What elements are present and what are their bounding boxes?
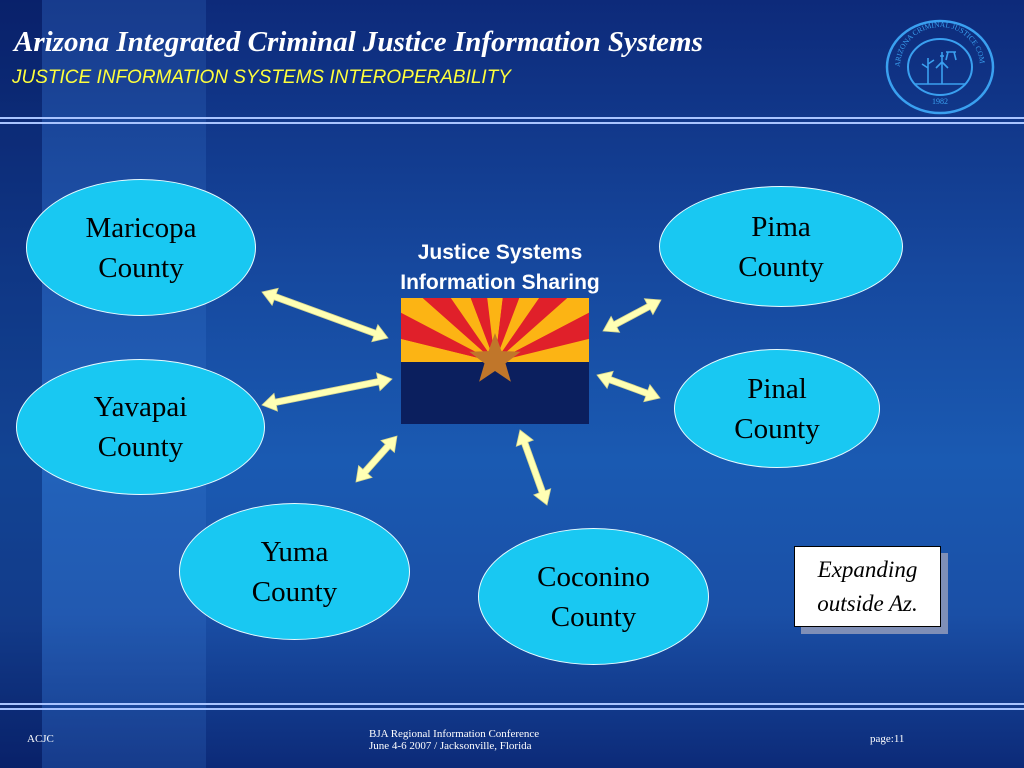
footer-center-line1: BJA Regional Information Conference <box>369 728 540 740</box>
callout-line1: Expanding <box>817 556 918 582</box>
footer-left: ACJC <box>27 733 54 745</box>
county-suffix: County <box>97 431 184 463</box>
arrow-yuma <box>355 435 398 483</box>
seal-year: 1982 <box>932 97 948 106</box>
footer-center-line2: June 4-6 2007 / Jacksonville, Florida <box>369 740 532 752</box>
county-name: Maricopa <box>85 211 197 244</box>
hub-label: Justice Systems Information Sharing <box>350 238 650 298</box>
callout-line2: outside Az. <box>817 590 918 616</box>
commission-seal-icon: ARIZONA CRIMINAL JUSTICE COMMISSION 1982 <box>884 18 995 115</box>
county-suffix: County <box>734 412 820 445</box>
slide-title: Arizona Integrated Criminal Justice Info… <box>14 26 703 58</box>
county-node-maricopa: Maricopa County <box>26 179 256 316</box>
arizona-flag-icon <box>401 298 589 424</box>
expanding-callout: Expanding outside Az. <box>794 546 941 627</box>
arrow-pima <box>602 298 662 333</box>
header-divider-top <box>0 117 1024 119</box>
county-suffix: County <box>98 251 184 284</box>
hub-label-line2: Information Sharing <box>400 271 600 294</box>
county-name: Pima <box>751 210 811 243</box>
footer-page-number: page:11 <box>870 733 905 745</box>
header-divider-bottom <box>0 122 1024 124</box>
footer-center: BJA Regional Information Conference June… <box>369 728 539 752</box>
arrow-maricopa <box>261 287 389 343</box>
county-node-pima: Pima County <box>659 186 903 307</box>
slide-subtitle: JUSTICE INFORMATION SYSTEMS INTEROPERABI… <box>12 67 511 88</box>
county-node-yavapai: Yavapai County <box>16 359 265 495</box>
county-node-pinal: Pinal County <box>674 349 880 468</box>
county-name: Yavapai <box>93 391 188 423</box>
flag-star <box>469 333 521 382</box>
footer-divider-top <box>0 703 1024 705</box>
flag-blue-field <box>401 362 589 424</box>
county-node-yuma: Yuma County <box>179 503 410 640</box>
county-node-coconino: Coconino County <box>478 528 709 665</box>
arrow-coconino <box>515 429 552 506</box>
footer-divider-bottom <box>0 708 1024 710</box>
county-suffix: County <box>251 575 338 608</box>
county-suffix: County <box>738 250 824 283</box>
arrow-pinal <box>596 370 661 403</box>
hub-label-line1: Justice Systems <box>417 241 583 264</box>
flag-ray <box>495 298 589 362</box>
flag-ray <box>401 298 495 362</box>
county-name: Yuma <box>260 535 329 568</box>
county-name: Pinal <box>747 372 807 405</box>
flag-ray <box>487 298 503 362</box>
county-suffix: County <box>550 600 637 633</box>
arrow-yavapai <box>261 372 393 412</box>
left-dark-stripe <box>0 0 42 768</box>
county-name: Coconino <box>537 560 650 593</box>
